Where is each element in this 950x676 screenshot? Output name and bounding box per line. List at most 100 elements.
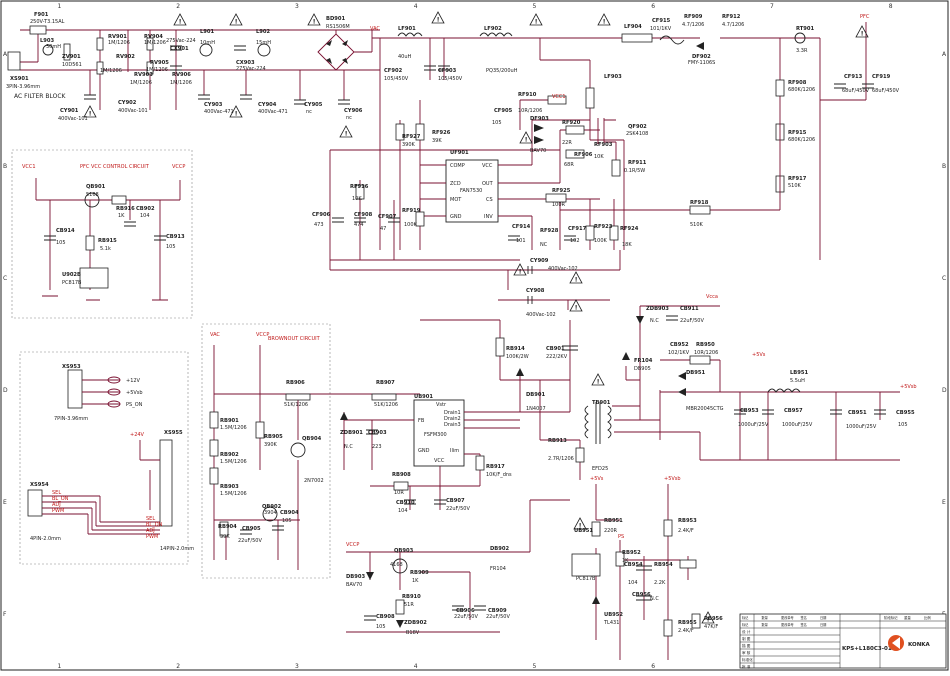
- label-xs954: XS954: [30, 482, 49, 488]
- label-rf906-val: 68R: [564, 162, 574, 168]
- label-rb950: RB950: [696, 342, 715, 348]
- label-lf904: LF904: [624, 24, 642, 30]
- y-capacitors: [498, 266, 610, 310]
- grid-row-right: D: [942, 387, 947, 394]
- label-cy901: CY901: [60, 108, 79, 114]
- label-vcc1: VCC1: [552, 94, 566, 100]
- label-cx901-val: 275Vac-224: [166, 38, 196, 44]
- warning-triangle-icon: [591, 373, 605, 386]
- label-cb903-val: 223: [372, 444, 382, 450]
- lb951-inductor: [767, 388, 801, 393]
- title-header-cell: 标记: [742, 622, 749, 627]
- label-cb902: CB902: [136, 206, 155, 212]
- pin-ilim: Ilim: [450, 448, 459, 454]
- label-rf906: RF906: [574, 152, 593, 158]
- label-cx901: CX901: [170, 46, 189, 52]
- label-uf901-val: FAN7530: [460, 188, 482, 194]
- brownout-circuit: [209, 345, 420, 570]
- pfc-controller-ic: [329, 95, 621, 271]
- label-zdb902: ZDB902: [404, 620, 427, 626]
- label-db903-val: BAV70: [346, 582, 362, 588]
- label-rf916: RF916: [350, 184, 369, 190]
- label-xs954-val: 4PIN-2.0mm: [30, 536, 61, 542]
- label-rf918-val: 510K: [690, 222, 704, 228]
- title-header-cell: 更改单号: [781, 615, 794, 620]
- label-rb903: RB903: [220, 484, 239, 490]
- label-rb905: RB905: [264, 434, 283, 440]
- title-small-cell: 比例: [924, 615, 931, 620]
- label-cb954: CB954: [624, 562, 643, 568]
- label-rb916-val: 1K: [118, 213, 125, 219]
- label-xs955-val: 14PIN-2.0mm: [160, 546, 194, 552]
- label-cx903-val: 275Vac-224: [236, 66, 266, 72]
- db951-diode: [678, 372, 686, 396]
- vcc-control-box: [11, 149, 193, 319]
- label-ub901: UB901: [414, 394, 433, 400]
- label-rf919: RF919: [402, 208, 421, 214]
- warning-symbols: !!!!!!!!!!!!!!!!!: [83, 11, 869, 624]
- grid-col-bottom: 1: [57, 663, 61, 670]
- l901-choke: [199, 43, 213, 57]
- label-cf906: CF906: [312, 212, 331, 218]
- label-rb908-val: 10R: [394, 490, 404, 496]
- grid-col-top: 3: [295, 3, 299, 10]
- label-rv906: RV906: [172, 72, 191, 78]
- label-zdb903: ZDB903: [646, 306, 669, 312]
- ub952-regulator: [592, 596, 600, 604]
- label-cb911-val: 22uF/50V: [680, 318, 704, 324]
- warning-triangle-icon: [229, 105, 243, 118]
- vcc-and-feedback: [346, 484, 701, 660]
- label-rf928: RF928: [540, 228, 559, 234]
- label-rf924-val: 18K: [622, 242, 632, 248]
- label-l901: L901: [200, 29, 215, 35]
- pin-mot: MOT: [450, 197, 462, 203]
- label-rf923-val: 100K: [594, 238, 608, 244]
- label-db902: DB902: [490, 546, 509, 552]
- xs901-connector: [7, 51, 21, 71]
- pin-drain3: Drain3: [444, 422, 461, 428]
- label-rf919-val: 100K: [404, 222, 418, 228]
- label-cy903: CY903: [204, 102, 223, 108]
- label-vcc-control-title: PFC VCC CONTROL CIRCUIT: [80, 164, 150, 170]
- title-header-cell: 数量: [762, 622, 769, 627]
- label-qb902-val: 3904: [264, 510, 277, 516]
- db901-diode: [516, 368, 524, 376]
- title-row-label: 设 计: [742, 629, 751, 634]
- label-rf908-val: 680K/1206: [788, 87, 815, 93]
- label-rf918: RF918: [690, 200, 709, 206]
- grid-col-bottom: 2: [176, 663, 180, 670]
- label-rb954: RB954: [654, 562, 673, 568]
- u902b-optocoupler: [79, 267, 109, 289]
- label-rb905-val: 390K: [264, 442, 278, 448]
- label-qb904-val: 2N7002: [304, 478, 324, 484]
- ub901-ic-body: [413, 399, 465, 467]
- label-rv903-val: 1M/1206: [130, 80, 152, 86]
- grid-col-top: 5: [532, 3, 536, 10]
- label-rf920: RF920: [562, 120, 581, 126]
- label-tb901-val: EFD25: [592, 466, 608, 472]
- label-rb915: RB915: [98, 238, 117, 244]
- label-rv901: RV901: [108, 34, 127, 40]
- label-qf902-val: 2SK4108: [626, 131, 648, 137]
- pin-zcd: ZCD: [450, 181, 461, 187]
- label-cb956: CB956: [632, 592, 651, 598]
- label-rf917-val: 510K: [788, 183, 802, 189]
- label-cb913-val: 105: [166, 244, 176, 250]
- grid-row-left: F: [3, 611, 7, 618]
- label-rb913: RB913: [548, 438, 567, 444]
- label-rb954-val: 2.2K: [654, 580, 666, 586]
- db905-diode: [622, 352, 630, 360]
- label-xs953-val: 7PIN-3.96mm: [54, 416, 88, 422]
- label-cf902-val: 105/450V: [384, 76, 409, 82]
- label-rb915-val: 5.1k: [100, 246, 111, 252]
- label-cx903: CX903: [236, 60, 255, 66]
- label-cb904: CB904: [280, 510, 299, 516]
- label-cf906-val: 473: [314, 222, 324, 228]
- label-df903-val: BAV70: [530, 148, 546, 154]
- label-vcc1-left: VCC1: [22, 164, 36, 170]
- label-lf901-val: 40uH: [398, 54, 412, 60]
- label-rb955-val: 2.4K/F: [678, 628, 694, 634]
- label-cy905-val: nc: [306, 109, 312, 115]
